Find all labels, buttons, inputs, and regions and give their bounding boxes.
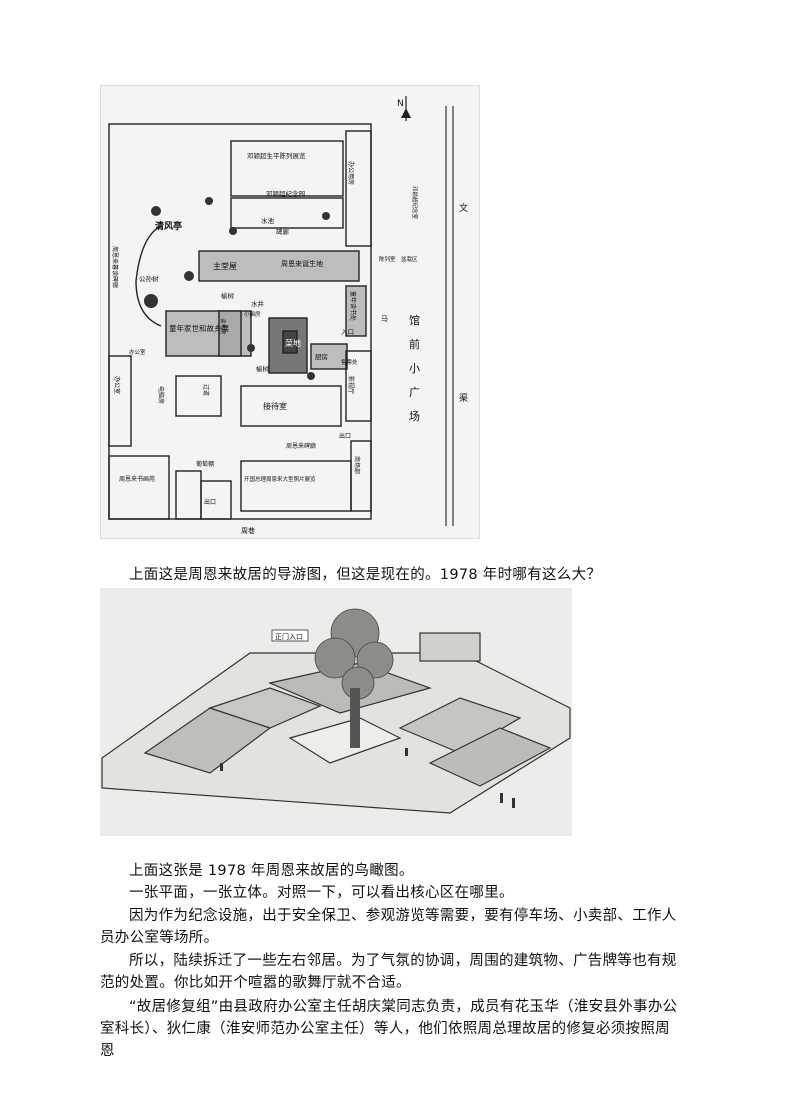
map-label-office-small: 办公室 bbox=[129, 348, 146, 356]
map-label-opening: 开国总理周恩来大型照片展览 bbox=[244, 475, 316, 483]
map-label-yushu2: 榆树 bbox=[256, 364, 270, 373]
map-label-extra2: 陈列室 bbox=[379, 255, 396, 263]
map-label-zhou-forest: 周恩来暮读碑廊 bbox=[111, 246, 119, 288]
map-label-zhou-corridor2: 周恩来碑廊 bbox=[286, 442, 316, 450]
map-label-extra1: 邓颖超纪念室 bbox=[411, 186, 419, 220]
map-label-small-room: 小厢房 bbox=[244, 310, 261, 318]
map-label-well: 水井 bbox=[251, 299, 265, 308]
plaza-char-4: 广 bbox=[409, 386, 420, 399]
birdseye-drawing: 正门入口 bbox=[101, 608, 571, 814]
paragraph-5: 所以，陆续拆迁了一些左右邻居。为了气氛的协调，周围的建筑物、广告牌等也有规范的处… bbox=[100, 953, 677, 991]
map-label-yushu1: 榆树 bbox=[221, 291, 235, 300]
map-label-childhood-show: 童年家世和故乡展 bbox=[169, 323, 229, 333]
map-label-birthplace: 周恩来诞生地 bbox=[281, 259, 323, 268]
map-label-zhou-books: 周恩来书画苑 bbox=[119, 475, 155, 483]
plaza-char-5: 场 bbox=[409, 409, 420, 423]
map-label-grapes: 葡萄棚 bbox=[196, 460, 214, 468]
map-label-lane: 周巷 bbox=[241, 527, 255, 535]
plaza-char-1: 馆 bbox=[409, 313, 420, 327]
birdseye-label-gate: 正门入口 bbox=[275, 632, 303, 641]
paragraph-2: 上面这张是 1978 年周恩来故居的鸟瞰图。 bbox=[129, 863, 414, 879]
map-label-reception: 接待室 bbox=[263, 401, 287, 411]
map-label-vegetable: 菜地 bbox=[285, 338, 301, 348]
map-label-exit2: 出口 bbox=[204, 498, 216, 506]
paragraph-1: 上面这是周恩来故居的导游图，但这是现在的。1978 年时哪有这么大？ bbox=[129, 567, 602, 583]
map-label-main-hall: 主堂屋 bbox=[213, 261, 237, 271]
plaza-char-3: 小 bbox=[409, 362, 420, 375]
guide-map: N 邓颖超生平陈列展览 邓颖超纪念园 水池 碑廊 办公用房 清风亭 周恩来暮读碑… bbox=[108, 96, 468, 535]
road-label-qu: 渠 bbox=[459, 392, 468, 404]
paragraph-6: “故居修复组”由县政府办公室主任胡庆棠同志负责，成员有花玉华（淮安县外事办公室科… bbox=[100, 999, 678, 1059]
map-label-water-pond: 水池 bbox=[261, 216, 275, 225]
map-label-ticket: 售票处 bbox=[341, 358, 358, 366]
map-label-power: 电脑房 bbox=[157, 386, 165, 404]
paragraph-4: 因为作为纪念设施，出于安全保卫、参观游览等需要，要有停车场、小卖部、工作人员办公… bbox=[100, 908, 677, 946]
map-label-extra3: 盆栽区 bbox=[401, 255, 418, 263]
guide-map-figure: N 邓颖超生平陈列展览 邓颖超纪念园 水池 碑廊 办公用房 清风亭 周恩来暮读碑… bbox=[100, 85, 480, 539]
map-label-childhood: 童年读书处 bbox=[349, 291, 357, 321]
map-label-film-hall: 影视厅 bbox=[347, 376, 355, 394]
map-label-exhibit: 邓颖超生平陈列展览 bbox=[247, 151, 306, 160]
road-label-ma: 马 bbox=[381, 315, 388, 323]
map-label-kitchen: 厨房 bbox=[315, 352, 328, 361]
map-label-entrance: 入口 bbox=[341, 328, 354, 336]
map-label-office-tall: 办公用房 bbox=[347, 161, 355, 185]
paragraph-3: 一张平面，一张立体。对照一下，可以看出核心区在哪里。 bbox=[129, 885, 514, 901]
map-label-guodao: 过道 bbox=[202, 384, 210, 396]
map-label-memorial-garden: 邓颖超纪念园 bbox=[266, 189, 305, 198]
map-label-gongsun: 公孙树 bbox=[139, 274, 159, 283]
birdseye-figure: 正门入口 bbox=[100, 588, 572, 836]
road-label-wen: 文 bbox=[459, 202, 468, 214]
map-label-corridor-top: 碑廊 bbox=[276, 227, 290, 236]
map-label-office-left: 办公室 bbox=[113, 376, 121, 394]
map-label-study: 读书房 bbox=[219, 318, 227, 335]
map-label-shop: 商场部 bbox=[353, 456, 361, 474]
plaza-char-2: 前 bbox=[409, 337, 420, 351]
map-label-exit: 出口 bbox=[339, 432, 351, 440]
north-label: N bbox=[397, 99, 404, 109]
map-label-qingfeng: 清风亭 bbox=[155, 220, 182, 232]
